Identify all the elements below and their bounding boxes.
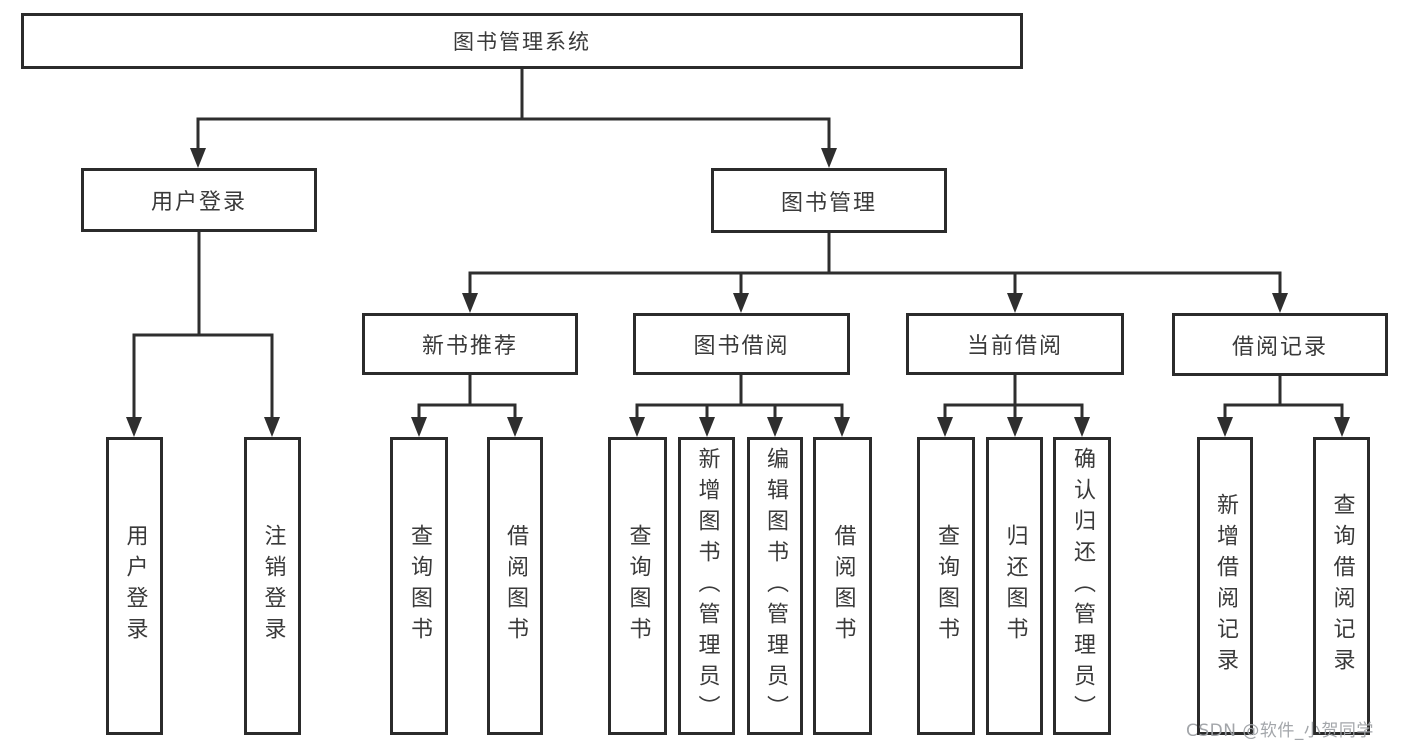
leaf-borrow-edit-books-admin: 编辑图书（管理员）: [747, 437, 803, 735]
node-book-management: 图书管理: [711, 168, 947, 233]
leaf-borrow-query-books: 查询图书: [608, 437, 667, 735]
node-root-library-system: 图书管理系统: [21, 13, 1023, 69]
node-current-borrow: 当前借阅: [906, 313, 1124, 375]
node-borrow-records: 借阅记录: [1172, 313, 1388, 376]
leaf-borrow-borrow-books: 借阅图书: [813, 437, 872, 735]
leaf-current-confirm-return-admin: 确认归还（管理员）: [1053, 437, 1111, 735]
node-user-login: 用户登录: [81, 168, 317, 232]
leaf-current-query-books: 查询图书: [917, 437, 975, 735]
leaf-current-return-books: 归还图书: [986, 437, 1043, 735]
csdn-watermark: CSDN @软件_小贺同学: [1186, 721, 1374, 741]
leaf-logout: 注销登录: [244, 437, 301, 735]
leaf-borrow-add-books-admin: 新增图书（管理员）: [678, 437, 735, 735]
node-book-borrow: 图书借阅: [633, 313, 850, 375]
leaf-records-add-record: 新增借阅记录: [1197, 437, 1253, 735]
node-new-book-recommend: 新书推荐: [362, 313, 578, 375]
leaf-newrec-borrow-books: 借阅图书: [487, 437, 543, 735]
leaf-records-query-record: 查询借阅记录: [1313, 437, 1370, 735]
arrowhead-icons: [126, 148, 1350, 437]
leaf-newrec-query-books: 查询图书: [390, 437, 448, 735]
leaf-user-login: 用户登录: [106, 437, 163, 735]
